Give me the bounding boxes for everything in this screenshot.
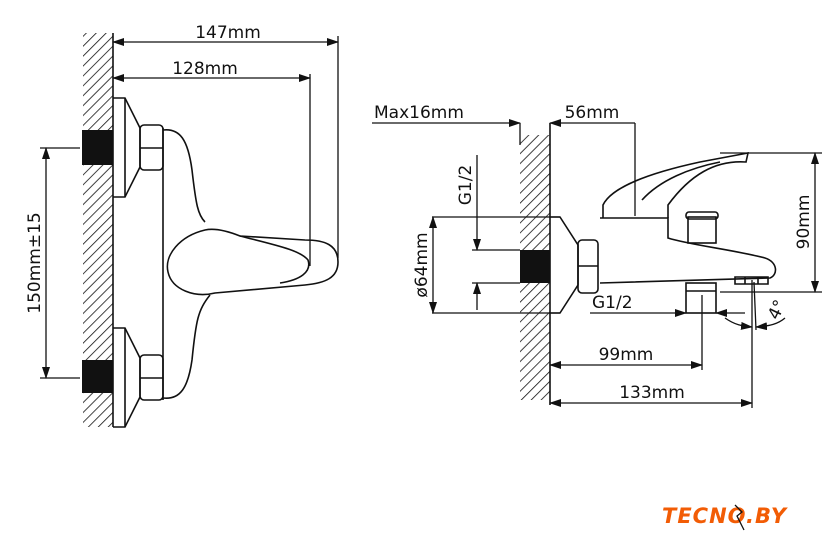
- inlet-plug: [520, 250, 550, 283]
- tecno-by-logo: TECNO.BY: [662, 504, 788, 531]
- inlet-plug-top: [82, 130, 113, 165]
- dim-g12-inlet: G1/2: [456, 165, 476, 206]
- dim-90mm: 90mm: [794, 195, 814, 250]
- mixer-body: [162, 128, 339, 400]
- dim-g12-outlet: G1/2: [592, 293, 633, 313]
- dim-64mm: ø64mm: [412, 232, 432, 297]
- outlet-connector: [685, 282, 717, 314]
- flange: [550, 216, 599, 314]
- dim-147mm: 147mm: [195, 23, 261, 43]
- inlet-plug-bottom: [82, 360, 113, 393]
- left-view: 147mm 128mm 150mm±15: [25, 23, 339, 428]
- dim-56mm: 56mm: [565, 103, 620, 123]
- right-view: Max16mm 56mm G1/2 ø64mm 90mm G1/2 99mm 1…: [372, 103, 822, 408]
- dim-4deg: 4°: [764, 297, 790, 323]
- dim-128mm: 128mm: [172, 59, 238, 79]
- lower-flange: [113, 327, 164, 428]
- aerator: [734, 276, 769, 285]
- upper-flange: [113, 97, 164, 198]
- dim-max16mm: Max16mm: [374, 103, 464, 123]
- dim-99mm: 99mm: [599, 345, 654, 365]
- dim-133mm: 133mm: [619, 383, 685, 403]
- dim-150mm: 150mm±15: [25, 212, 45, 313]
- diverter-knob: [687, 216, 717, 244]
- bath-mixer-body: [599, 151, 777, 314]
- svg-text:TECNO.BY: TECNO.BY: [662, 504, 788, 528]
- handle: [166, 228, 339, 296]
